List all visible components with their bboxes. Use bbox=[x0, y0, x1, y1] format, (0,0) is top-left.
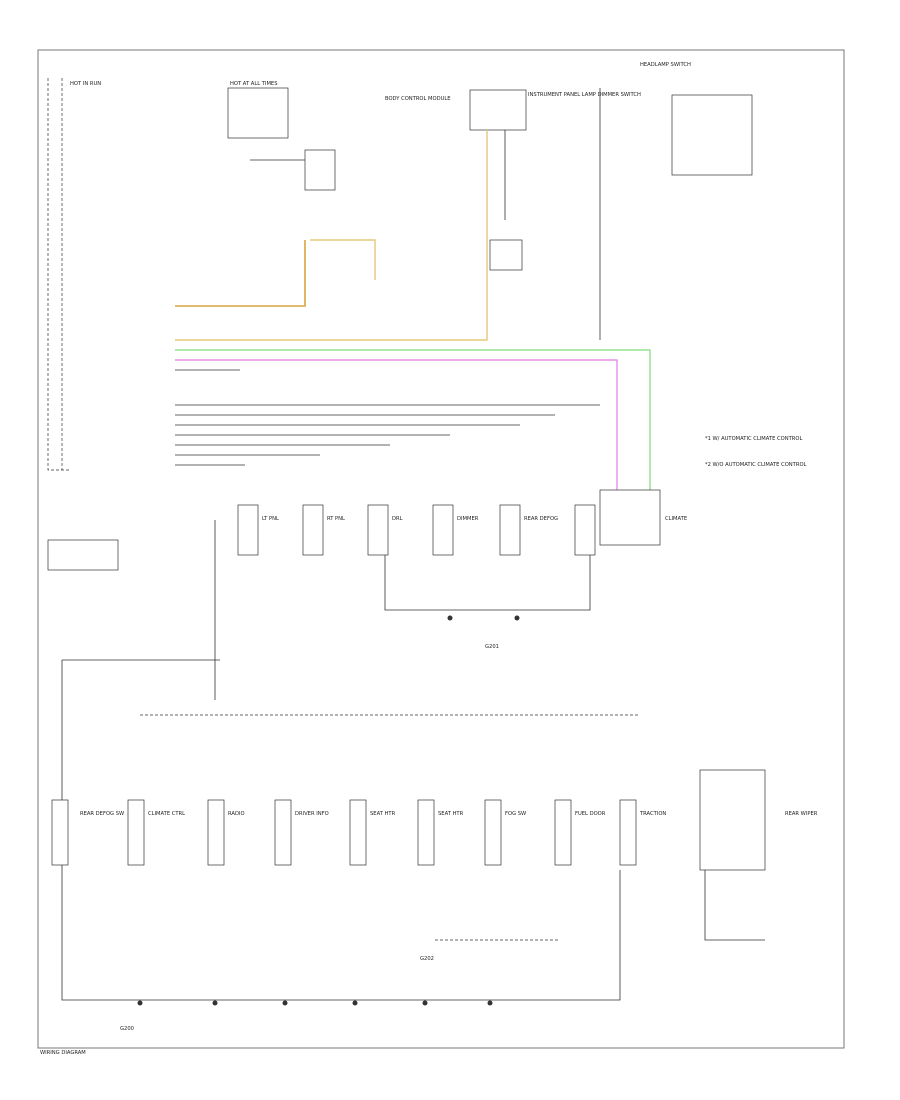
ground-node-6 bbox=[487, 1000, 493, 1006]
mid-ground-label: G202 bbox=[420, 956, 434, 962]
dimmer-lower-box bbox=[489, 239, 523, 271]
row1-ground-node-b bbox=[514, 615, 520, 621]
svg-text:FUEL DOOR: FUEL DOOR bbox=[575, 811, 606, 817]
lower-left-edge bbox=[61, 660, 140, 1001]
svg-text:REAR DEFOG: REAR DEFOG bbox=[524, 516, 558, 522]
headlamp-switch-label: HEADLAMP SWITCH bbox=[640, 62, 691, 68]
left-controller-box bbox=[47, 539, 119, 571]
bcm-note: BODY CONTROL MODULE bbox=[385, 96, 451, 102]
ground-node-1 bbox=[137, 1000, 143, 1006]
svg-text:DRL: DRL bbox=[392, 516, 403, 522]
ground-node-2 bbox=[212, 1000, 218, 1006]
ground-node-3 bbox=[282, 1000, 288, 1006]
row1-ground-label: G201 bbox=[485, 644, 499, 650]
orange-wire bbox=[175, 240, 306, 307]
note-2: *2 W/O AUTOMATIC CLIMATE CONTROL bbox=[705, 462, 807, 468]
svg-text:FOG SW: FOG SW bbox=[505, 811, 526, 817]
svg-text:CLIMATE: CLIMATE bbox=[665, 516, 687, 522]
switch-row-1-labels: LT PNL RT PNL DRL DIMMER REAR DEFOG CLIM… bbox=[262, 516, 687, 522]
svg-text:DIMMER: DIMMER bbox=[457, 516, 479, 522]
svg-text:CLIMATE CTRL: CLIMATE CTRL bbox=[148, 811, 185, 817]
tan-wire bbox=[175, 130, 488, 341]
svg-text:TRACTION: TRACTION bbox=[639, 811, 666, 817]
note-1: *1 W/ AUTOMATIC CLIMATE CONTROL bbox=[705, 436, 802, 442]
dimmer-switch-label: INSTRUMENT PANEL LAMP DIMMER SWITCH bbox=[528, 92, 641, 98]
bottom-ground-label: G200 bbox=[120, 1026, 134, 1032]
svg-text:DRIVER INFO: DRIVER INFO bbox=[295, 811, 329, 817]
switch-row-2 bbox=[51, 769, 766, 871]
fuse-block-top bbox=[227, 87, 289, 139]
ground-node-5 bbox=[422, 1000, 428, 1006]
magenta-wire bbox=[175, 359, 618, 500]
ground-node-4 bbox=[352, 1000, 358, 1006]
svg-text:SEAT HTR: SEAT HTR bbox=[370, 811, 396, 817]
footer-tag: WIRING DIAGRAM bbox=[40, 1050, 86, 1056]
svg-text:SEAT HTR: SEAT HTR bbox=[438, 811, 464, 817]
hot-label-a: HOT IN RUN bbox=[70, 81, 101, 87]
switch-row-1 bbox=[237, 489, 661, 556]
right-ground-wire bbox=[704, 870, 765, 941]
switch-row-2-labels: REAR DEFOG SW CLIMATE CTRL RADIO DRIVER … bbox=[80, 811, 818, 817]
relay-box bbox=[304, 149, 336, 191]
svg-text:RT PNL: RT PNL bbox=[327, 516, 345, 522]
row1-ground-node-a bbox=[447, 615, 453, 621]
svg-text:LT PNL: LT PNL bbox=[262, 516, 279, 522]
row1-ground-wire bbox=[384, 555, 591, 611]
diagram-frame bbox=[37, 49, 845, 1049]
bus-lines bbox=[175, 404, 600, 466]
headlamp-switch-box bbox=[671, 94, 753, 176]
green-wire bbox=[175, 349, 651, 500]
hot-label-b: HOT AT ALL TIMES bbox=[230, 81, 278, 87]
tan-wire-b bbox=[310, 239, 376, 280]
svg-text:REAR WIPER: REAR WIPER bbox=[785, 811, 818, 817]
svg-text:RADIO: RADIO bbox=[228, 811, 245, 817]
bottom-ground-wire bbox=[140, 870, 621, 1001]
dimmer-switch-box bbox=[469, 89, 527, 131]
svg-text:REAR DEFOG SW: REAR DEFOG SW bbox=[80, 811, 124, 817]
left-module-dashed-border bbox=[47, 78, 70, 471]
